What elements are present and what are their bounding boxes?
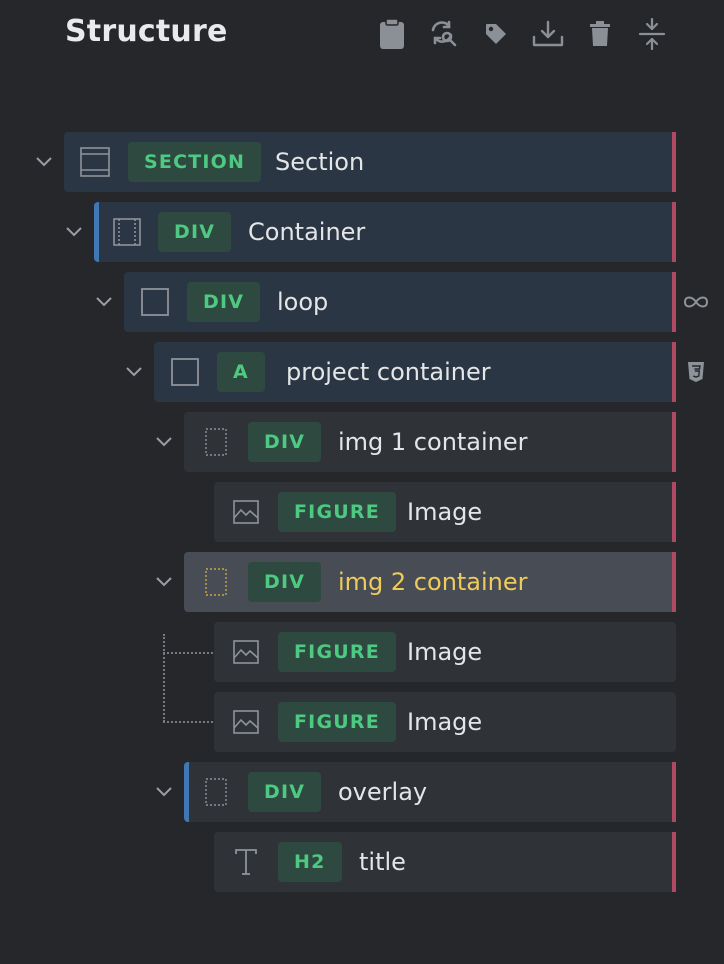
- div-icon: [201, 777, 231, 807]
- tree-row-image[interactable]: FIGURE Image: [214, 482, 676, 542]
- image-icon: [231, 497, 261, 527]
- tag-badge: DIV: [158, 212, 232, 252]
- chevron-down-icon[interactable]: [32, 150, 56, 174]
- infinity-icon: [681, 287, 711, 317]
- tree-row-image[interactable]: FIGURE Image: [214, 692, 676, 752]
- tree-row-img-1-container[interactable]: DIV img 1 container: [184, 412, 676, 472]
- row-label: img 1 container: [338, 428, 528, 456]
- tree-guide-line: [163, 721, 213, 723]
- collapse-icon: [638, 18, 666, 50]
- tag-badge: DIV: [187, 282, 261, 322]
- tree-guide-line: [163, 652, 213, 654]
- tag-badge: SECTION: [128, 142, 262, 182]
- tag-badge: FIGURE: [278, 632, 396, 672]
- download-button[interactable]: [526, 14, 570, 54]
- row-label: img 2 container: [338, 568, 528, 596]
- chevron-down-icon[interactable]: [152, 570, 176, 594]
- collapse-all-button[interactable]: [630, 14, 674, 54]
- tree-row-title[interactable]: H2 title: [214, 832, 676, 892]
- image-icon: [231, 707, 261, 737]
- css3-icon: [681, 357, 711, 387]
- tag-button[interactable]: [474, 14, 518, 54]
- tree-row-img-2-container[interactable]: DIV img 2 container: [184, 552, 676, 612]
- chevron-down-icon[interactable]: [62, 220, 86, 244]
- find-replace-button[interactable]: [422, 14, 466, 54]
- chevron-down-icon[interactable]: [92, 290, 116, 314]
- row-label: Image: [407, 708, 483, 736]
- section-icon: [80, 147, 110, 177]
- tag-icon: [486, 24, 506, 44]
- row-label: Container: [248, 218, 366, 246]
- image-icon: [231, 637, 261, 667]
- tag-badge: DIV: [248, 422, 322, 462]
- tag-badge: DIV: [248, 772, 322, 812]
- tree-row-container[interactable]: DIV Container: [94, 202, 676, 262]
- row-label: loop: [277, 288, 329, 316]
- container-icon: [112, 217, 142, 247]
- row-label: project container: [286, 358, 491, 386]
- row-label: Section: [275, 148, 365, 176]
- tree-row-section[interactable]: SECTION Section: [64, 132, 676, 192]
- row-label: title: [359, 848, 406, 876]
- delete-button[interactable]: [578, 14, 622, 54]
- tag-badge: FIGURE: [278, 492, 396, 532]
- tree-guide-line: [163, 634, 165, 722]
- tree-row-loop[interactable]: DIV loop: [124, 272, 676, 332]
- div-icon: [201, 567, 231, 597]
- clipboard-icon: [380, 18, 404, 49]
- tag-badge: H2: [278, 842, 342, 882]
- tree-row-image[interactable]: FIGURE Image: [214, 622, 676, 682]
- tree-row-overlay[interactable]: DIV overlay: [184, 762, 676, 822]
- block-icon: [170, 357, 200, 387]
- tag-badge: FIGURE: [278, 702, 396, 742]
- chevron-down-icon[interactable]: [152, 780, 176, 804]
- panel-title: Structure: [65, 14, 228, 49]
- trash-icon: [590, 21, 610, 46]
- block-icon: [140, 287, 170, 317]
- copy-button[interactable]: [370, 14, 414, 54]
- text-icon: [231, 847, 261, 877]
- chevron-down-icon[interactable]: [122, 360, 146, 384]
- div-icon: [201, 427, 231, 457]
- chevron-down-icon[interactable]: [152, 430, 176, 454]
- tag-badge: DIV: [248, 562, 322, 602]
- download-icon: [532, 20, 564, 47]
- row-label: Image: [407, 638, 483, 666]
- row-label: Image: [407, 498, 483, 526]
- tag-badge: A: [217, 352, 265, 392]
- tree-row-project-container[interactable]: A project container: [154, 342, 676, 402]
- row-label: overlay: [338, 778, 428, 806]
- find-replace-icon: [431, 20, 457, 47]
